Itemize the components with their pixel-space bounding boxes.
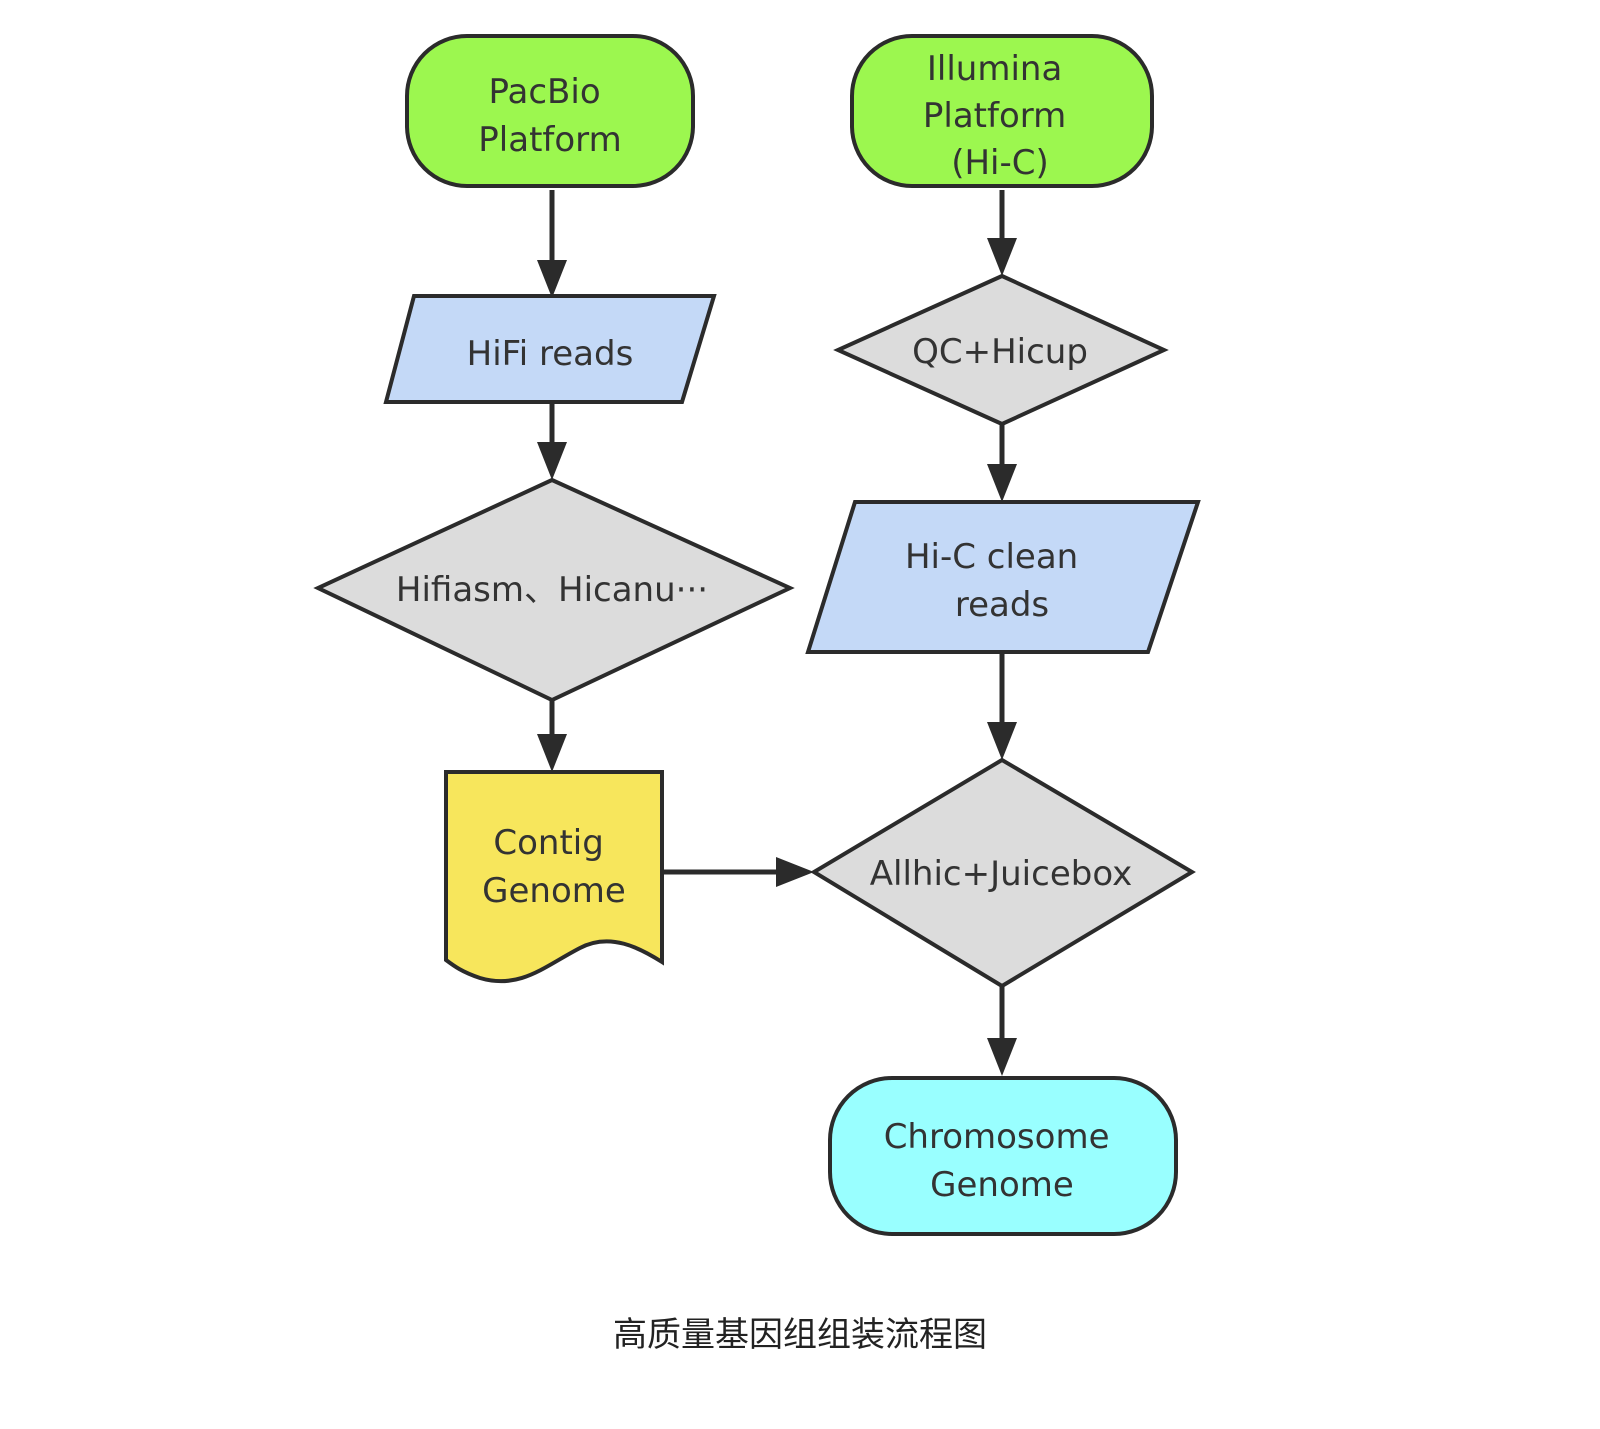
edge-hic-clean-to-allhic	[987, 652, 1017, 760]
edge-pacbio-to-hifi-reads	[537, 190, 567, 298]
edges	[537, 190, 1017, 1076]
node-label: PacBio Platform	[478, 72, 621, 160]
edge-illumina-to-qc-hicup	[987, 190, 1017, 276]
document-shape	[444, 770, 664, 984]
node-hifiasm-hicanu: Hifiasm、Hicanu···	[313, 477, 795, 703]
edge-contig-to-allhic	[662, 857, 814, 887]
terminal-shape	[828, 1076, 1178, 1236]
node-pacbio-platform: PacBio Platform	[405, 34, 695, 188]
edge-hifiasm-to-contig	[537, 700, 567, 772]
node-allhic-juicebox: Allhic+Juicebox	[810, 757, 1196, 989]
node-qc-hicup: QC+Hicup	[833, 273, 1169, 427]
decision-shape	[810, 757, 1196, 989]
node-label: Hifiasm、Hicanu···	[396, 570, 708, 610]
node-chromosome-genome: Chromosome Genome	[828, 1076, 1178, 1236]
terminal-shape	[850, 34, 1154, 188]
data-shape	[805, 500, 1201, 654]
data-shape	[383, 294, 717, 404]
node-label: HiFi reads	[467, 334, 634, 374]
node-contig-genome: Contig Genome	[444, 770, 664, 984]
edge-hifi-reads-to-hifiasm	[537, 404, 567, 480]
node-hic-clean-reads: Hi-C clean reads	[805, 500, 1201, 654]
decision-shape	[833, 273, 1169, 427]
node-label: Hi-C clean reads	[905, 537, 1089, 625]
node-label: Chromosome Genome	[884, 1117, 1121, 1205]
diagram-caption: 高质量基因组组装流程图	[613, 1315, 987, 1355]
node-label: Illumina Platform (Hi-C)	[923, 49, 1077, 183]
node-label: Allhic+Juicebox	[870, 854, 1132, 894]
node-label: QC+Hicup	[912, 332, 1088, 372]
node-label: Contig Genome	[482, 823, 626, 911]
edge-qc-hicup-to-hic-clean	[987, 424, 1017, 502]
decision-shape	[313, 477, 795, 703]
edge-allhic-to-chromosome	[987, 986, 1017, 1076]
terminal-shape	[405, 34, 695, 188]
node-illumina-platform: Illumina Platform (Hi-C)	[850, 34, 1154, 188]
node-hifi-reads: HiFi reads	[383, 294, 717, 404]
